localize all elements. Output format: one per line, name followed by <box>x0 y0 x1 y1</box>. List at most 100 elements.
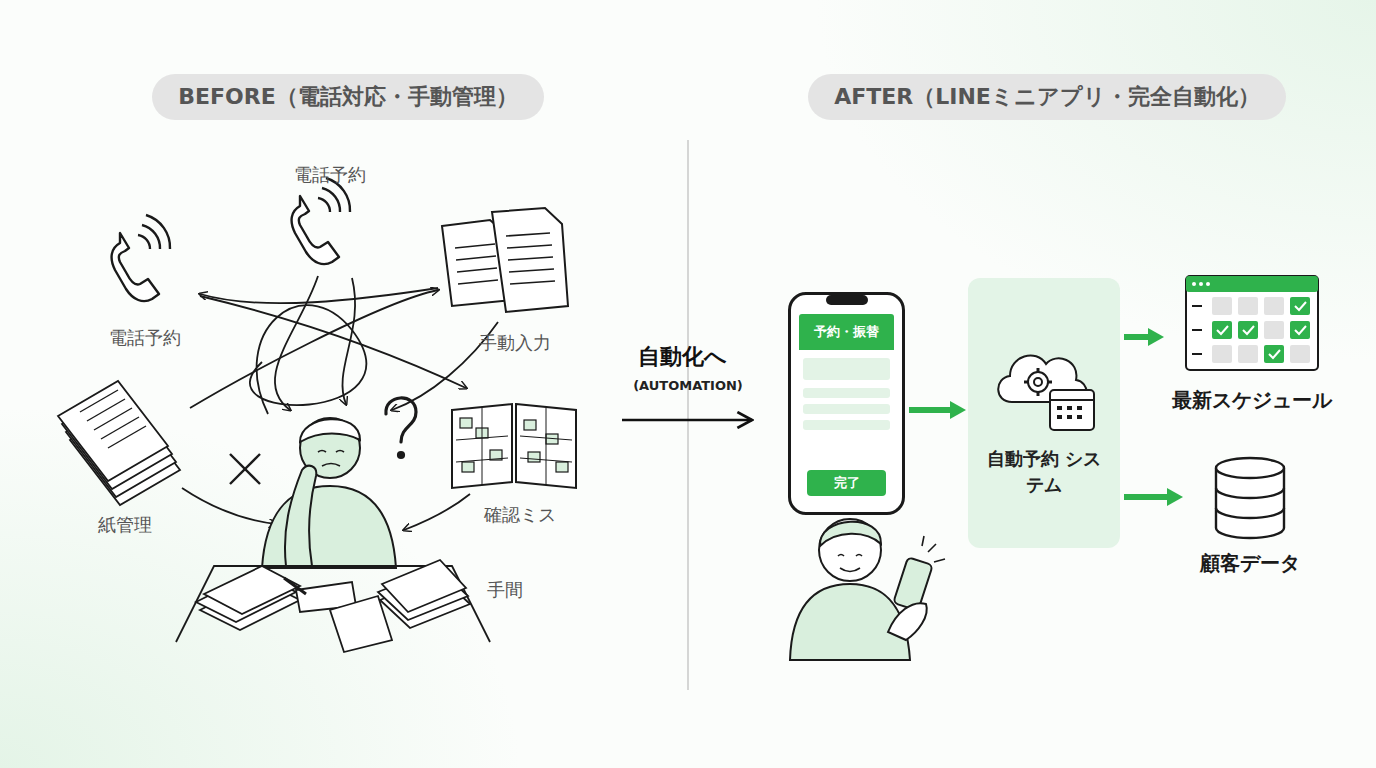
notebook-icon <box>452 404 576 488</box>
notebook-icon <box>462 462 474 472</box>
paper-stack-icon <box>108 426 146 448</box>
calendar-icon <box>1186 276 1318 292</box>
calendar-icon <box>1264 297 1284 315</box>
system-box-art <box>1057 406 1082 419</box>
header-text: AFTER（LINEミニアプリ・完全自動化） <box>834 74 1260 120</box>
calendar-icon <box>1264 321 1284 339</box>
calendar-icon <box>1290 345 1310 363</box>
happy-person <box>790 519 945 660</box>
cross-mark <box>230 454 260 484</box>
notebook-icon <box>482 408 483 485</box>
cross-mark <box>230 454 260 484</box>
flow-arrow <box>1124 494 1171 500</box>
arrow-label: (AUTOMATION) <box>633 378 743 393</box>
phone-screen-art <box>791 295 902 512</box>
desk-clutter <box>382 560 466 612</box>
phone-screen-art <box>803 420 890 430</box>
notebook-icon <box>524 420 536 430</box>
node-label: 最新スケジュール <box>1166 388 1338 412</box>
document-icon <box>456 256 496 260</box>
document-icon <box>458 280 498 284</box>
desk-clutter <box>204 566 300 614</box>
worried-person <box>262 418 396 568</box>
process-box: 自動予約 システム <box>968 278 1120 548</box>
document-icon <box>492 208 568 312</box>
system-box-art <box>1024 368 1052 396</box>
notebook-icon <box>556 462 568 472</box>
calendar-icon <box>1192 329 1202 331</box>
notebook-icon <box>528 452 540 462</box>
document-icon <box>455 244 495 248</box>
notebook-icon <box>546 408 547 485</box>
calendar-icon <box>1264 345 1284 363</box>
section-header: BEFORE（電話対応・手動管理） <box>152 74 544 120</box>
tangled-arrows <box>182 488 276 524</box>
worried-person <box>300 419 360 442</box>
happy-person <box>893 557 933 611</box>
node-label: 自動予約 システム <box>980 446 1108 498</box>
paper-stack-icon <box>58 381 168 481</box>
automation-arrow <box>622 419 752 422</box>
system-box-art <box>1077 415 1082 419</box>
tangled-arrows <box>275 276 318 410</box>
phone-screen-art <box>803 358 890 380</box>
flow-arrow <box>909 407 954 413</box>
calendar-icon <box>1269 350 1280 358</box>
divider-line <box>687 140 689 690</box>
question-mark <box>386 398 416 458</box>
cross-mark <box>230 454 260 484</box>
calendar-icon <box>1192 282 1196 286</box>
phone-icon <box>292 178 350 264</box>
system-box-art <box>968 278 1120 548</box>
worried-person <box>318 451 344 467</box>
happy-person <box>838 555 862 572</box>
phone-screen-art <box>803 404 890 414</box>
calendar-icon <box>1192 305 1202 307</box>
tangled-arrows <box>404 494 470 530</box>
icon-label: 手動入力 <box>479 331 551 355</box>
worried-person <box>285 466 316 566</box>
calendar-icon <box>1212 321 1232 339</box>
system-box-art <box>1048 381 1052 384</box>
paper-stack-icon <box>58 381 180 505</box>
calendar-icon <box>1212 297 1232 315</box>
flow-arrow <box>1124 334 1152 340</box>
icon-label: 電話予約 <box>294 163 366 187</box>
calendar-icon <box>1206 282 1210 286</box>
system-box-art <box>1057 415 1062 419</box>
paper-stack-icon <box>80 390 146 448</box>
calendar-icon <box>1295 302 1306 310</box>
phone-icon <box>112 178 350 301</box>
happy-person <box>888 603 927 640</box>
system-box-art <box>1067 406 1072 410</box>
system-box-art <box>1037 392 1040 396</box>
system-box-art <box>1050 399 1094 401</box>
system-box-art <box>1077 406 1082 410</box>
tangled-arrows <box>342 278 355 404</box>
happy-person <box>922 536 945 562</box>
document-icon <box>508 257 553 260</box>
document-icon <box>507 245 552 248</box>
notebook-icon <box>460 418 568 472</box>
calendar-icon <box>1238 297 1258 315</box>
desk-clutter <box>330 596 392 652</box>
icon-label: 電話予約 <box>109 326 181 350</box>
arrow-label: 自動化へ <box>638 342 727 372</box>
system-box-art <box>1050 390 1094 430</box>
calendar-icon <box>1199 282 1203 286</box>
document-icon <box>455 233 555 284</box>
node-label: 顧客データ <box>1185 551 1315 575</box>
notebook-icon <box>452 404 512 488</box>
happy-person <box>819 519 881 581</box>
calendar-icon <box>1186 276 1318 370</box>
worried-person <box>262 486 396 568</box>
screen-header: 予約・振替 <box>799 314 894 350</box>
phone-screen: 予約・振替完了 <box>788 292 905 515</box>
phone-screen-art <box>791 295 902 512</box>
paper-stack-icon <box>94 408 132 430</box>
document-icon <box>506 233 550 236</box>
calendar-icon <box>1238 345 1258 363</box>
calendar-icon <box>1192 353 1202 355</box>
header-text: BEFORE（電話対応・手動管理） <box>178 74 518 120</box>
icon-label: 確認ミス <box>484 503 556 527</box>
